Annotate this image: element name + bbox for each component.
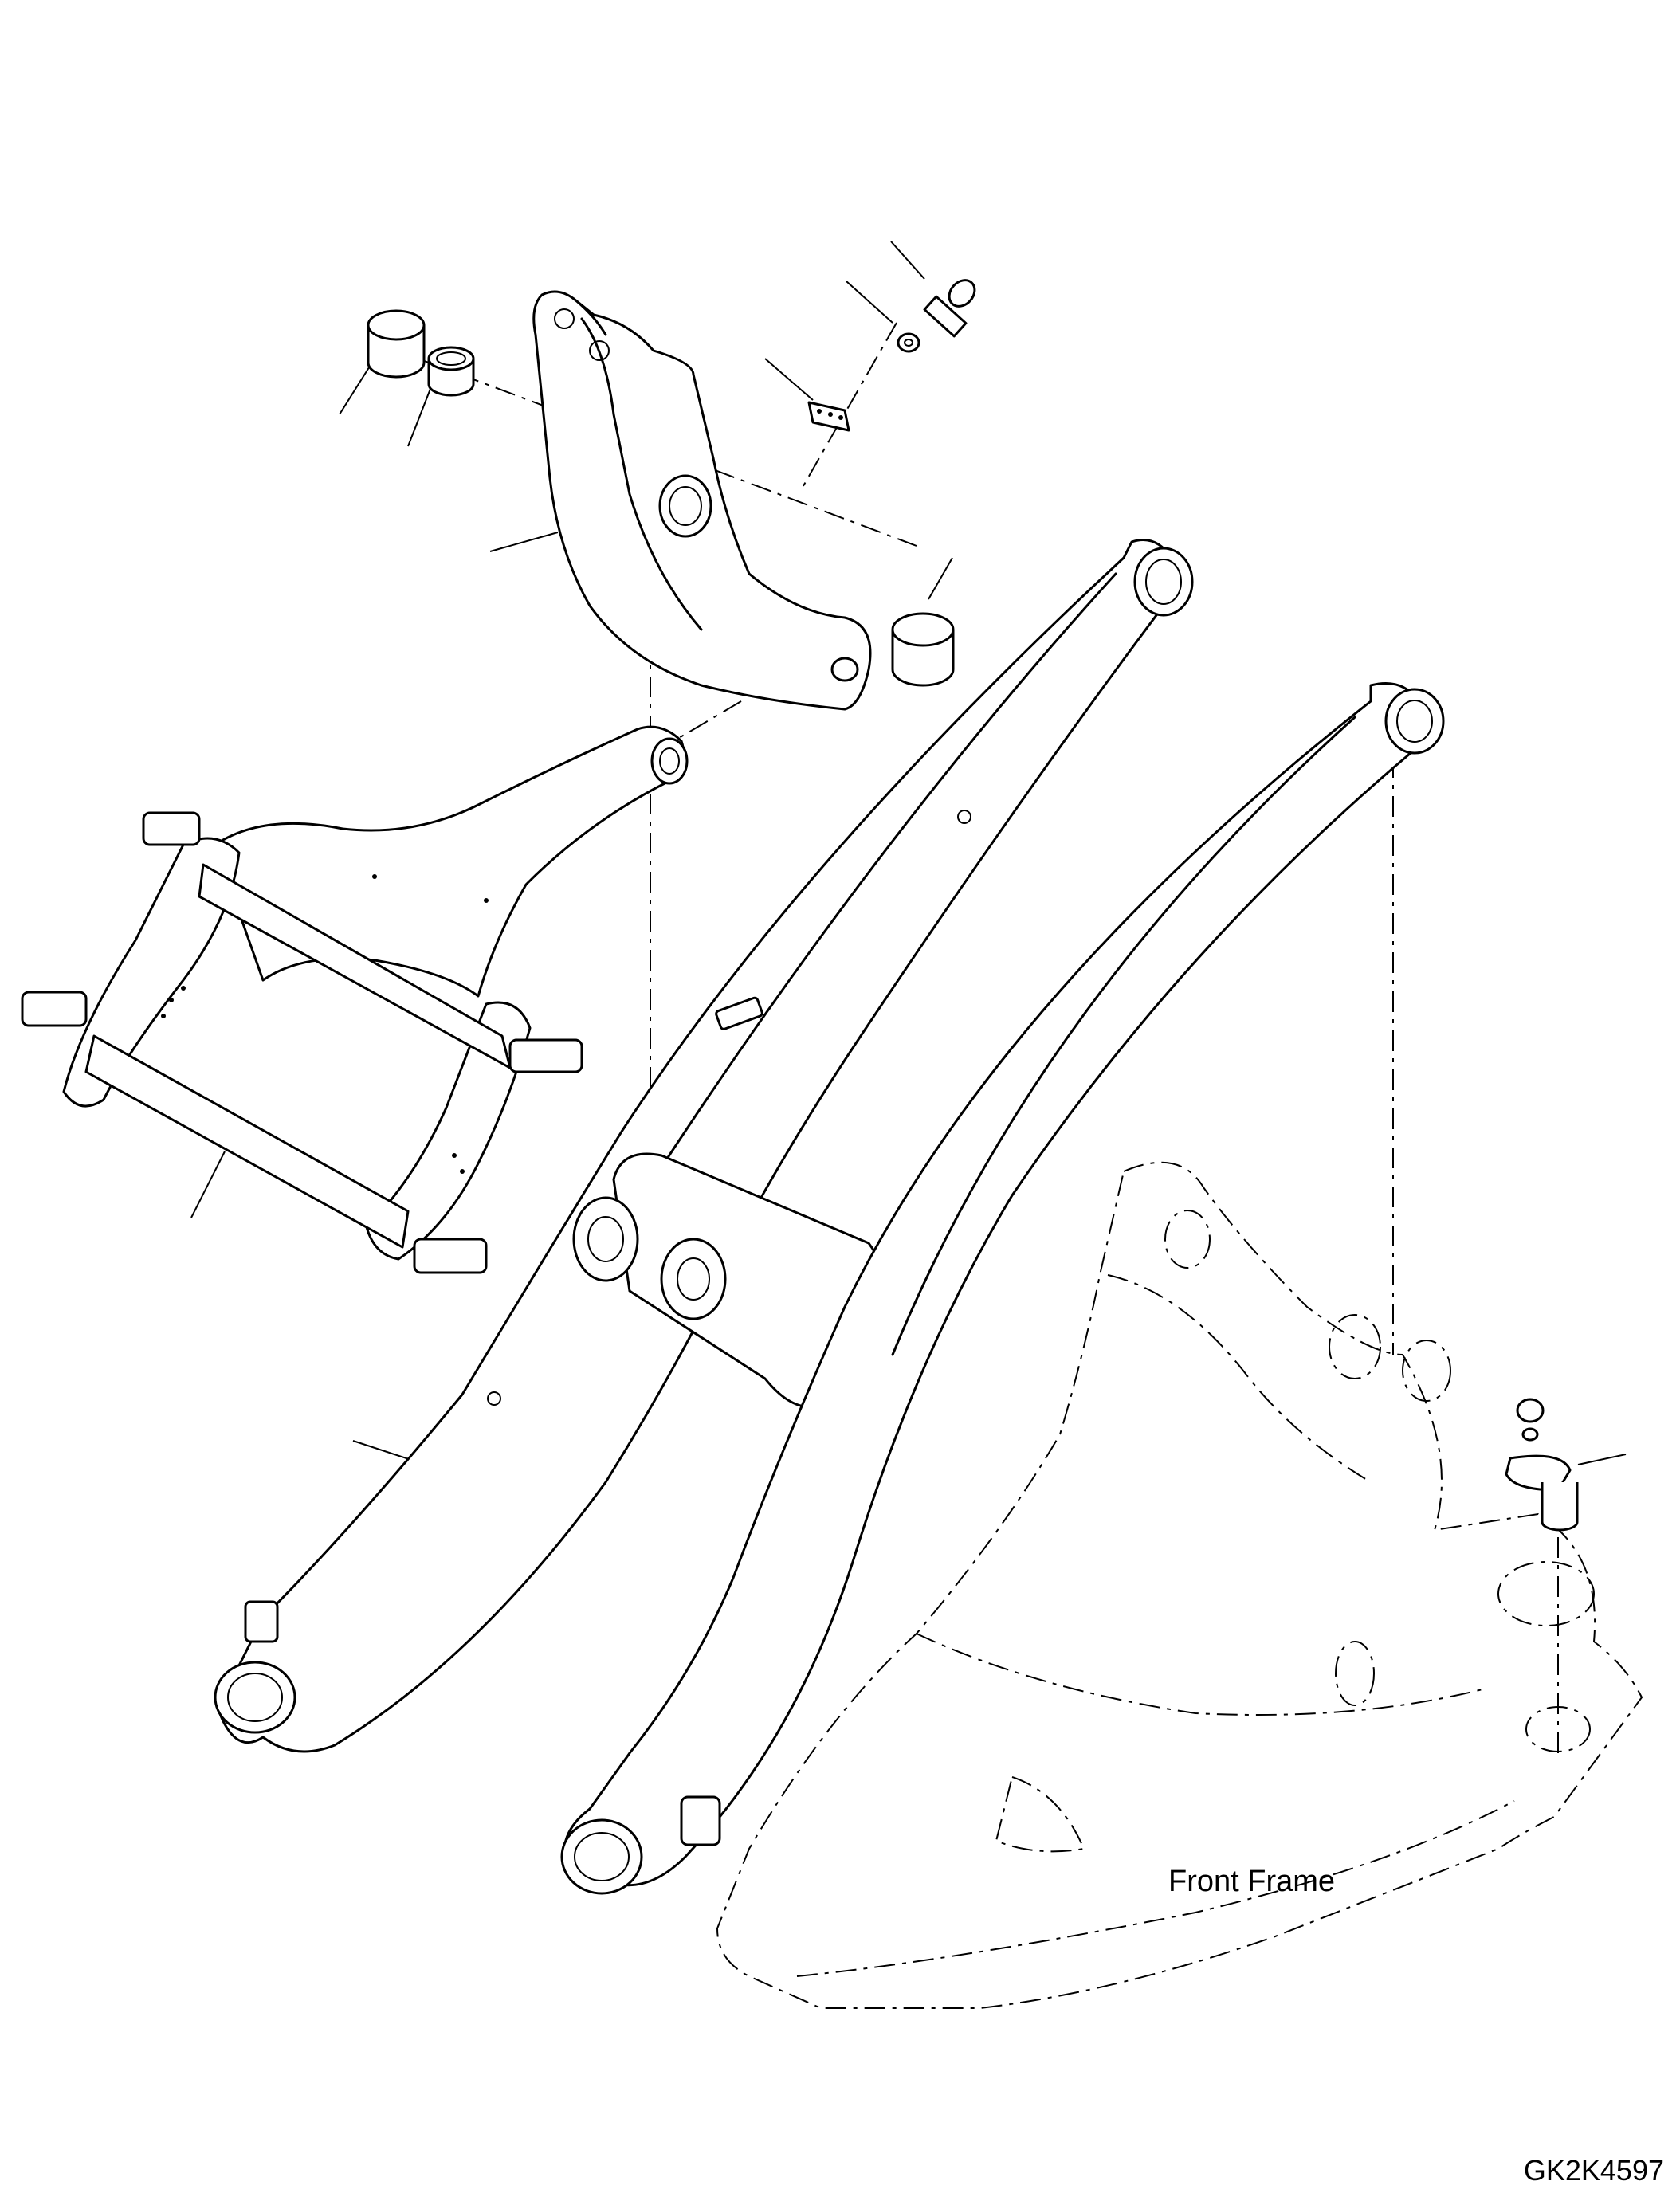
drawing-number: GK2K4597 — [1523, 2154, 1664, 2187]
cross-tube-icon — [572, 996, 885, 1409]
lift-arm-right-icon — [487, 682, 1445, 1895]
front-frame-label: Front Frame — [1168, 1865, 1336, 1898]
dust-seal-icon — [427, 346, 475, 397]
bellcrank-icon — [532, 290, 872, 711]
front-frame-icon — [716, 1161, 1643, 2009]
linkage-assembly-icon — [21, 725, 689, 1274]
bushing-icon — [367, 309, 426, 379]
pin-icon — [1505, 1398, 1579, 1532]
callout-leaders — [190, 241, 1627, 1465]
washer-icon — [897, 332, 920, 353]
bolt-icon — [923, 279, 976, 338]
lock-plate-icon — [807, 401, 850, 432]
lift-arm-left-icon — [214, 539, 1194, 1753]
bushing-icon — [891, 612, 955, 687]
